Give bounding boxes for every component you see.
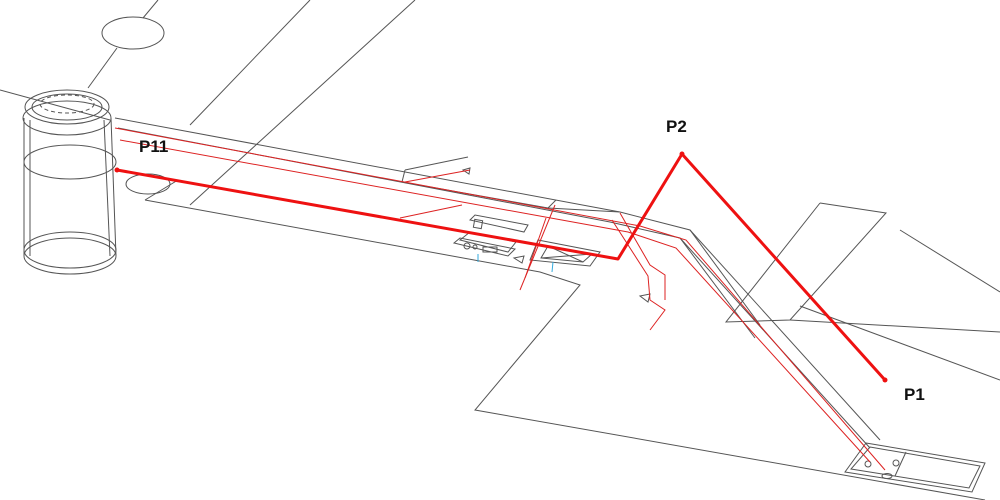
pipe-line (524, 217, 547, 279)
manhole-ellipse (101, 16, 165, 50)
wall-line (899, 229, 1000, 293)
wall-line (189, 0, 416, 206)
leader-line (87, 47, 118, 89)
slab-outline (799, 305, 1000, 381)
point-marker-p1[interactable] (882, 377, 888, 383)
slab-outline (724, 202, 887, 323)
slab-outline (789, 319, 1000, 333)
corridor-edge (117, 127, 756, 339)
point-marker-p2[interactable] (679, 151, 685, 157)
pipe-line (114, 127, 886, 471)
pipe-line (399, 204, 463, 219)
wall-line (547, 199, 557, 209)
pipe-line (119, 139, 871, 463)
leader-line (142, 0, 159, 19)
floor-outline (144, 179, 179, 201)
pipe-line (611, 219, 666, 331)
route-path[interactable] (116, 152, 887, 382)
wall-line (189, 0, 311, 126)
point-label-p11: P11 (139, 137, 168, 156)
fixture-block (529, 239, 601, 267)
point-label-p2: P2 (666, 117, 687, 136)
pipe-network (114, 127, 886, 471)
point-marker-p11[interactable] (114, 167, 120, 173)
wall-line (689, 229, 881, 441)
fixture-block (469, 214, 529, 233)
wall-line (0, 89, 111, 121)
point-label-p1: P1 (904, 385, 925, 404)
pipe-line (404, 169, 471, 183)
pipe-line (619, 212, 666, 300)
tank (22, 89, 117, 275)
wall-line (404, 156, 469, 171)
floor-outline (144, 199, 986, 500)
corridor-edge (114, 117, 761, 326)
floor-fixture (844, 442, 986, 493)
